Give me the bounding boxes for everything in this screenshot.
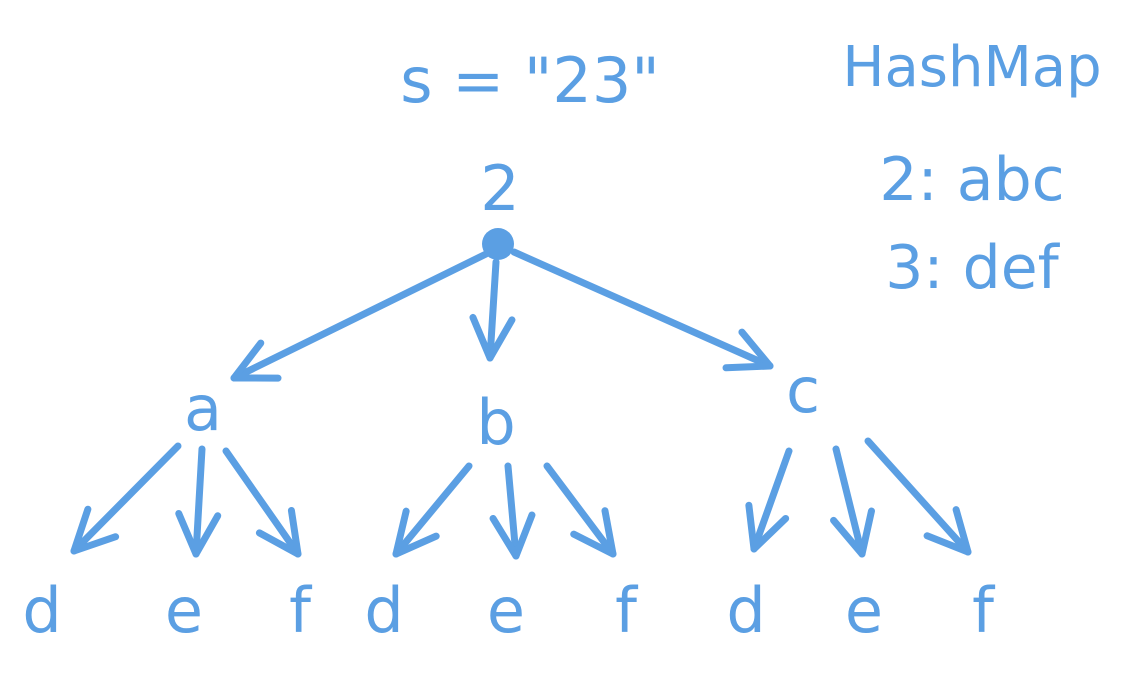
edge-root-a-line xyxy=(230,250,490,382)
leaf-b-e: e xyxy=(487,574,525,647)
edge-a-e-arrowhead xyxy=(175,510,222,558)
hashmap-entry-3: 3: def xyxy=(885,233,1060,303)
edge-c-d xyxy=(745,447,793,553)
edge-root-b-line xyxy=(486,258,500,362)
edge-a-f-line xyxy=(222,447,302,558)
leaf-a-d: d xyxy=(22,574,61,647)
edge-b-f xyxy=(543,462,617,558)
edge-root-c-arrowhead xyxy=(722,328,774,372)
leaf-a-f: f xyxy=(289,574,313,647)
edge-b-e-arrowhead xyxy=(489,511,536,560)
edge-c-e-arrowhead xyxy=(830,507,875,558)
edge-root-c xyxy=(510,248,774,372)
leaf-a-e: e xyxy=(165,574,203,647)
edge-b-f-arrowhead xyxy=(570,507,617,558)
edge-a-d-line xyxy=(70,442,182,555)
edge-a-e-line xyxy=(192,445,206,558)
edge-root-a xyxy=(230,250,490,382)
leaf-c-d: d xyxy=(726,574,765,647)
edge-b-f-line xyxy=(543,462,617,558)
input-string-label: s = "23" xyxy=(400,44,660,117)
leaf-c-f: f xyxy=(972,574,996,647)
level1-node-c: c xyxy=(786,354,820,427)
edge-a-f xyxy=(222,447,302,558)
edge-b-d-arrowhead xyxy=(392,507,440,558)
edge-c-d-arrowhead xyxy=(745,501,790,553)
edge-c-f-arrowhead xyxy=(923,506,972,556)
leaf-b-f: f xyxy=(615,574,639,647)
root-node-label: 2 xyxy=(480,152,519,225)
edge-root-a-arrowhead xyxy=(230,339,282,382)
edge-c-e xyxy=(830,445,875,558)
root-node-dot xyxy=(482,228,514,260)
hashmap-title: HashMap xyxy=(842,35,1101,100)
edge-a-d xyxy=(70,442,182,555)
edge-root-b-arrowhead xyxy=(469,313,516,362)
edge-a-d-arrowhead xyxy=(70,505,120,555)
edge-b-d xyxy=(392,462,473,558)
edge-root-c-line xyxy=(510,248,774,370)
leaf-c-e: e xyxy=(845,574,883,647)
edge-b-e-line xyxy=(504,462,520,560)
edge-root-b xyxy=(469,258,516,362)
edge-c-d-line xyxy=(750,447,793,553)
level1-node-a: a xyxy=(184,372,222,445)
edge-b-e xyxy=(489,462,536,560)
edge-a-e xyxy=(175,445,222,558)
edge-b-d-line xyxy=(392,462,473,558)
edge-c-e-line xyxy=(832,445,866,558)
hashmap-entry-2: 2: abc xyxy=(879,145,1064,215)
edge-c-f xyxy=(864,437,972,556)
level1-node-b: b xyxy=(476,386,515,459)
edge-a-f-arrowhead xyxy=(255,506,302,558)
edge-c-f-line xyxy=(864,437,972,556)
tree-edges xyxy=(70,248,972,560)
leaf-b-d: d xyxy=(364,574,403,647)
